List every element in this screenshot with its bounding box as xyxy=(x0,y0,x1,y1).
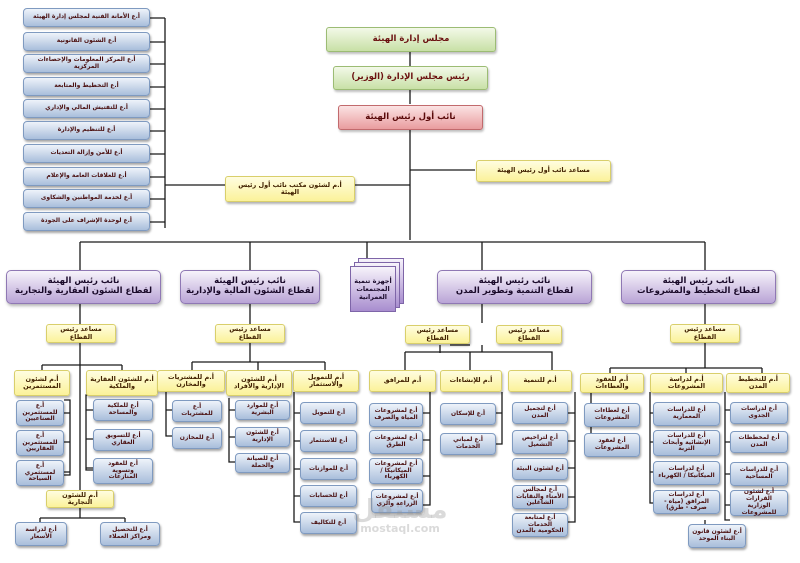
city-planning-department[interactable]: أ.ع للدراسات المساحية xyxy=(730,462,788,486)
commercial-department[interactable]: أ.ع لدراسة الأسعار xyxy=(15,522,67,546)
sector-subtitle: لقطاع التنمية وتطوير المدن xyxy=(455,286,574,296)
financing-department[interactable]: أ.ع للتمويل xyxy=(300,402,357,424)
sector-title: نائب رئيس الهيئة xyxy=(47,276,120,287)
financing-department[interactable]: أ.ع للموازنات xyxy=(300,458,357,480)
sector-development[interactable]: نائب رئيس الهيئة لقطاع التنمية وتطوير ال… xyxy=(437,270,592,304)
utility-department[interactable]: أ.ع لمشروعات المياه والصرف xyxy=(369,403,423,427)
project-studies-department[interactable]: أ.ع لدراسات الميكانيكا / الكهرباء xyxy=(653,461,720,485)
gm-contracts[interactable]: أ.م للعقود والعطاءات xyxy=(580,373,644,393)
city-planning-department[interactable]: أ.ع لمخططات المدن xyxy=(730,431,788,453)
project-studies-department[interactable]: أ.ع لدراسات المرافق (مياه - صرف - طرق) xyxy=(653,490,720,514)
property-department[interactable]: أ.ع للملكية والمساحة xyxy=(93,399,153,421)
sector-assistant-development-1[interactable]: مساعد رئيس القطاع xyxy=(405,325,470,344)
development-department[interactable]: أ.ع لمتابعة الخدمات الحكومية بالمدن xyxy=(512,513,568,537)
development-department[interactable]: أ.ع لمجالس الأمناء والنقابات الشاغلين xyxy=(512,485,568,509)
admin-department[interactable]: أ.ع للشئون الإدارية xyxy=(235,427,290,447)
sector-assistant-planning[interactable]: مساعد رئيس القطاع xyxy=(670,324,740,343)
sector-assistant-realestate[interactable]: مساعد رئيس القطاع xyxy=(46,324,116,343)
utility-department[interactable]: أ.ع لمشروعات الزراعة والري xyxy=(371,489,423,513)
commercial-department[interactable]: أ.ع للتحصيل ومراكز العملاء xyxy=(100,522,160,546)
office-department[interactable]: أ.ع للتنظيم والإدارة xyxy=(23,121,150,140)
financing-department[interactable]: أ.ع للاستثمار xyxy=(300,430,357,452)
first-deputy-assistant[interactable]: مساعد نائب أول رئيس الهيئة xyxy=(476,160,611,182)
development-department[interactable]: أ.ع لشئون البيئة xyxy=(512,458,568,480)
watermark: مستقل mostaql.com xyxy=(345,497,455,535)
office-department[interactable]: أ.ع للتفتيش المالي والإداري xyxy=(23,99,150,118)
office-department[interactable]: أ.ع لخدمة المواطنين والشكاوى xyxy=(23,189,150,208)
gm-procurement[interactable]: أ.م للمشتريات والمخازن xyxy=(157,370,225,392)
building-law-department[interactable]: أ.ع لشئون قانون البناء الموحد xyxy=(688,524,746,548)
contracts-department[interactable]: أ.ع لعطاءات المشروعات xyxy=(584,403,640,427)
gm-commercial[interactable]: أ.م للشئون التجارية xyxy=(46,490,114,508)
utility-department[interactable]: أ.ع لمشروعات الطرق xyxy=(369,430,423,454)
gm-project-studies[interactable]: أ.م لدراسة المشروعات xyxy=(650,373,723,393)
investor-department[interactable]: أ.ع للمستثمرين الصناعيين xyxy=(16,400,64,426)
sector-planning[interactable]: نائب رئيس الهيئة لقطاع التخطيط والمشروعا… xyxy=(621,270,776,304)
board-of-directors[interactable]: مجلس إدارة الهيئة xyxy=(326,27,496,52)
gm-utilities[interactable]: أ.م للمرافق xyxy=(369,370,436,392)
gm-property[interactable]: أ.م للشئون العقارية والملكية xyxy=(86,370,158,396)
gm-admin[interactable]: أ.م للشئون الإدارية والأفراد xyxy=(226,370,292,396)
office-department[interactable]: أ.ع الأمانة الفنية لمجلس إدارة الهيئة xyxy=(23,8,150,27)
watermark-latin: mostaql.com xyxy=(360,522,440,535)
investor-department[interactable]: أ.ع لمستثمري السياحة xyxy=(16,460,64,486)
office-department[interactable]: أ.ع الشئون القانونية xyxy=(23,32,150,51)
sector-title: نائب رئيس الهيئة xyxy=(662,276,735,287)
property-department[interactable]: أ.ع للتسويق العقاري xyxy=(93,429,153,451)
office-department[interactable]: أ.ع لوحدة الإشراف على الجودة xyxy=(23,212,150,231)
office-department[interactable]: أ.ع التخطيط والمتابعة xyxy=(23,77,150,96)
gm-financing[interactable]: أ.م للتمويل والاستثمار xyxy=(293,370,359,392)
procurement-department[interactable]: أ.ع للمخازن xyxy=(172,427,222,449)
office-department[interactable]: أ.ع للأمن وإزالة التعديات xyxy=(23,144,150,163)
office-department[interactable]: أ.ع المركز المعلومات والإحصاءات المركزية xyxy=(23,54,150,73)
financing-department[interactable]: أ.ع للتكاليف xyxy=(300,512,357,534)
sector-subtitle: لقطاع الشئون العقارية والتجارية xyxy=(14,286,153,296)
utility-department[interactable]: أ.ع لمشروعات الميكانيكا / الكهرباء xyxy=(369,458,423,484)
city-planning-department[interactable]: أ.ع لشئون القرارات الوزارية للمشروعات xyxy=(730,488,788,516)
admin-department[interactable]: أ.ع للموارد البشرية xyxy=(235,400,290,420)
financing-department[interactable]: أ.ع للحسابات xyxy=(300,485,357,507)
sector-title: نائب رئيس الهيئة xyxy=(478,276,551,287)
urban-communities-agencies[interactable]: أجهزة تنمية المجتمعات العمرانية xyxy=(350,258,404,312)
sector-realestate[interactable]: نائب رئيس الهيئة لقطاع الشئون العقارية و… xyxy=(6,270,161,304)
development-department[interactable]: أ.ع لتجميل المدن xyxy=(512,402,568,424)
board-chairman[interactable]: رئيس مجلس الإدارة (الوزير) xyxy=(333,66,488,90)
gm-investors[interactable]: أ.م لشئون المستثمرين xyxy=(14,370,70,396)
construction-department[interactable]: أ.ع للإسكان xyxy=(440,403,496,425)
project-studies-department[interactable]: أ.ع للدراسات المعمارية xyxy=(653,402,720,426)
first-deputy-chairman[interactable]: نائب أول رئيس الهيئة xyxy=(338,105,483,130)
watermark-arabic: مستقل xyxy=(352,495,448,525)
property-department[interactable]: أ.ع للعقود وتسوية المنازعات xyxy=(93,458,153,484)
sector-finance[interactable]: نائب رئيس الهيئة لقطاع الشئون المالية وا… xyxy=(180,270,320,304)
sector-subtitle: لقطاع الشئون المالية والإدارية xyxy=(185,286,315,296)
investor-department[interactable]: أ.ع للمستثمرين العقاريين xyxy=(16,430,64,456)
sector-assistant-finance[interactable]: مساعد رئيس القطاع xyxy=(215,324,285,343)
city-planning-department[interactable]: أ.ع لدراسات الجدوى xyxy=(730,402,788,424)
admin-department[interactable]: أ.ع للصيانة والحملة xyxy=(235,453,290,473)
procurement-department[interactable]: أ.ع للمشتريات xyxy=(172,400,222,422)
office-department[interactable]: أ.ع للعلاقات العامة والإعلام xyxy=(23,167,150,186)
sector-assistant-development-2[interactable]: مساعد رئيس القطاع xyxy=(496,325,562,344)
gm-city-planning[interactable]: أ.م للتخطيط المدن xyxy=(726,373,790,393)
sector-subtitle: لقطاع التخطيط والمشروعات xyxy=(637,286,760,296)
contracts-department[interactable]: أ.ع لعقود المشروعات xyxy=(584,433,640,457)
sector-title: نائب رئيس الهيئة xyxy=(214,276,286,287)
urban-communities-label: أجهزة تنمية المجتمعات العمرانية xyxy=(350,266,396,312)
construction-department[interactable]: أ.ع لمباني الخدمات xyxy=(440,433,496,455)
gm-development[interactable]: أ.م للتنمية xyxy=(508,370,572,392)
project-studies-department[interactable]: أ.ع للدراسات الإنشائية وأبحاث التربة xyxy=(653,430,720,456)
development-department[interactable]: أ.ع لتراخيص التشغيل xyxy=(512,430,568,454)
gm-constructions[interactable]: أ.م للإنشاءات xyxy=(440,370,502,392)
office-affairs-head[interactable]: أ.م لشئون مكتب نائب أول رئيس الهيئة xyxy=(225,176,355,202)
